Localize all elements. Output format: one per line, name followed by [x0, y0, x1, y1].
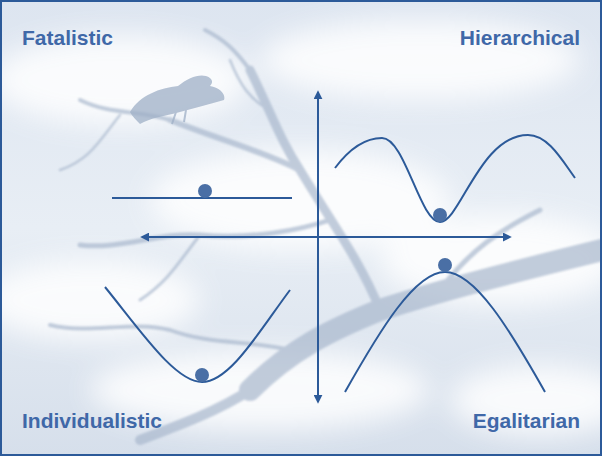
- ball: [438, 258, 452, 272]
- quadrant-label: Fatalistic: [22, 26, 113, 49]
- quadrant-label: Hierarchical: [460, 26, 580, 49]
- quadrant-label: Individualistic: [22, 409, 162, 432]
- quadrant-label: Egalitarian: [473, 409, 580, 432]
- stability-curves: [105, 135, 575, 392]
- bowl-curve: [105, 287, 290, 382]
- horizontal-axis: [142, 236, 510, 238]
- bird-silhouette: [130, 75, 224, 124]
- tree-silhouette: [50, 30, 602, 440]
- vertical-axis: [317, 92, 319, 402]
- axes: [142, 92, 510, 402]
- ball: [433, 208, 447, 222]
- clouds: [0, 20, 602, 435]
- ball: [195, 368, 209, 382]
- ball: [198, 184, 212, 198]
- hump-curve: [345, 272, 545, 392]
- valley-curve: [335, 135, 575, 222]
- balls: [195, 184, 452, 382]
